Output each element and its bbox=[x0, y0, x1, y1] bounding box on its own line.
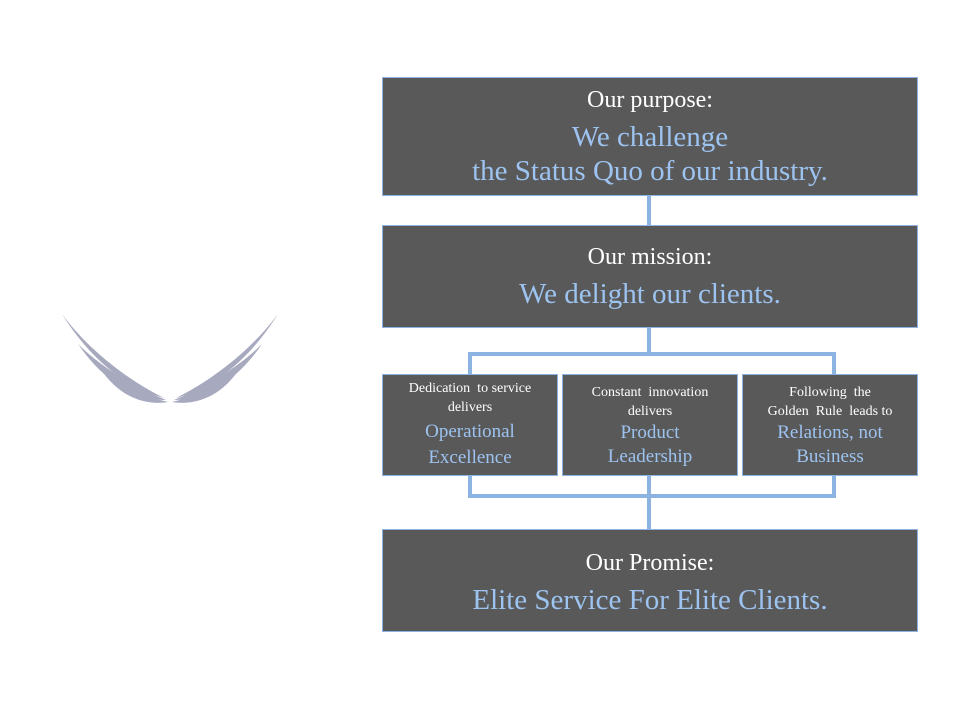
connector-top-drop-3 bbox=[832, 352, 836, 374]
pillar-value: Relations, not Business bbox=[743, 421, 917, 469]
purpose-statement-line-1: We challenge bbox=[571, 121, 729, 153]
wings-icon bbox=[62, 314, 278, 403]
promise-statement: Elite Service For Elite Clients. bbox=[472, 584, 828, 616]
promise-label: Our Promise: bbox=[585, 550, 715, 576]
pillar-value-line-2: Leadership bbox=[607, 446, 693, 467]
pillar-intro: Following the Golden Rule leads to bbox=[743, 383, 917, 421]
promise-box: Our Promise: Elite Service For Elite Cli… bbox=[382, 529, 918, 632]
connector-bottom-rise-3 bbox=[832, 476, 836, 496]
connector-purpose-mission bbox=[647, 196, 651, 225]
pillar-value: Operational Excellence bbox=[383, 419, 557, 471]
purpose-box: Our purpose: We challenge the Status Quo… bbox=[382, 77, 918, 196]
pillar-box-product-leadership: Constant innovation delivers Product Lea… bbox=[562, 374, 738, 476]
pillar-intro-line-2: Golden Rule leads to bbox=[767, 404, 893, 419]
pillar-value: Product Leadership bbox=[563, 421, 737, 469]
pillar-value-line-1: Operational bbox=[425, 421, 515, 442]
connector-mission-branch bbox=[647, 328, 651, 354]
pillar-intro-line-2: delivers bbox=[447, 400, 493, 415]
pillar-intro: Dedication to service delivers bbox=[383, 379, 557, 417]
connector-branch-promise bbox=[647, 494, 651, 529]
mission-statement: We delight our clients. bbox=[519, 278, 781, 310]
pillar-intro: Constant innovation delivers bbox=[563, 383, 737, 421]
connector-top-branch-bar bbox=[468, 352, 836, 356]
pillar-value-line-1: Relations, not bbox=[777, 422, 883, 443]
pillar-value-line-2: Business bbox=[796, 446, 864, 467]
connector-bottom-rise-2 bbox=[647, 476, 651, 496]
connector-bottom-rise-1 bbox=[468, 476, 472, 496]
pillar-intro-line-1: Dedication to service bbox=[408, 381, 532, 396]
pillar-box-operational-excellence: Dedication to service delivers Operation… bbox=[382, 374, 558, 476]
pillar-value-line-1: Product bbox=[620, 422, 680, 443]
pillar-box-relations: Following the Golden Rule leads to Relat… bbox=[742, 374, 918, 476]
connector-bottom-branch-bar bbox=[468, 494, 836, 498]
purpose-statement-line-2: the Status Quo of our industry. bbox=[472, 155, 828, 187]
pillar-intro-line-2: delivers bbox=[627, 404, 673, 419]
purpose-label: Our purpose: bbox=[587, 87, 713, 113]
mission-label: Our mission: bbox=[587, 244, 713, 270]
mission-box: Our mission: We delight our clients. bbox=[382, 225, 918, 328]
pillar-value-line-2: Excellence bbox=[428, 447, 512, 468]
pillar-intro-line-1: Following the bbox=[789, 385, 871, 400]
pillar-intro-line-1: Constant innovation bbox=[591, 385, 709, 400]
purpose-statement: We challenge the Status Quo of our indus… bbox=[383, 120, 917, 188]
connector-top-drop-1 bbox=[468, 352, 472, 374]
